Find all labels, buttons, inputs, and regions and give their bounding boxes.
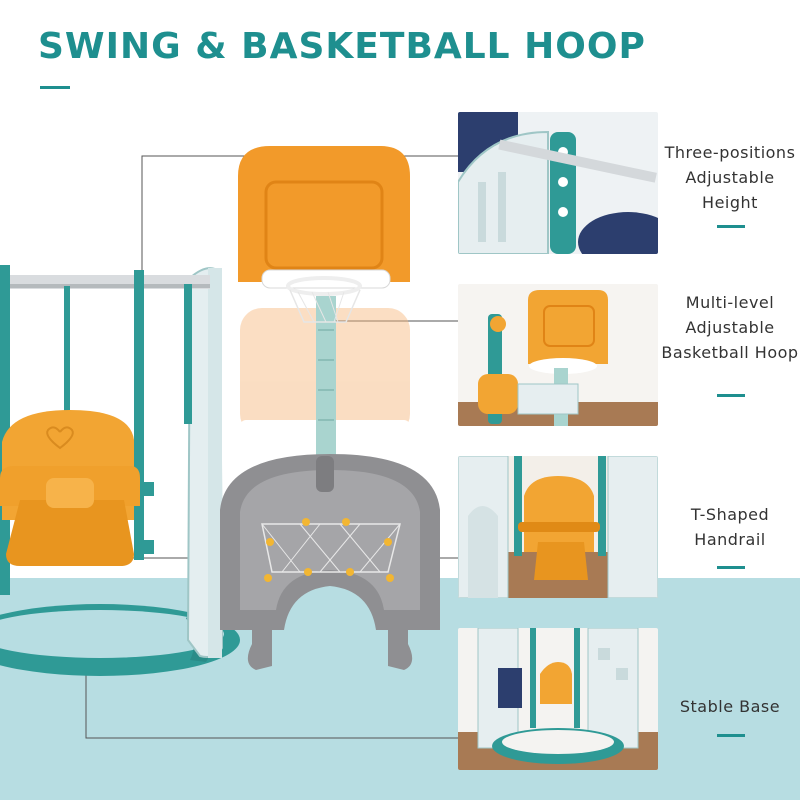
feature-image-hoop <box>458 284 658 426</box>
feature-label-base: Stable Base <box>679 697 781 716</box>
feature-image-height <box>458 112 658 254</box>
feature-dash-hoop <box>717 394 745 397</box>
page-title: SWING & BASKETBALL HOOP <box>38 26 646 67</box>
feature-image-handrail <box>458 456 658 598</box>
feature-label-handrail: T-Shaped Handrail <box>690 505 770 549</box>
basketball-backboard <box>238 146 410 323</box>
feature-label-hoop: Multi-level Adjustable Basketball Hoop <box>661 293 799 362</box>
feature-image-base <box>458 628 658 770</box>
feature-label-height: Three-positions Adjustable Height <box>664 143 796 212</box>
title-underline <box>40 86 70 89</box>
feature-dash-height <box>717 225 745 228</box>
feature-dash-base <box>717 734 745 737</box>
feature-dash-handrail <box>717 566 745 569</box>
basketball-arch <box>220 454 440 670</box>
swing-seat <box>0 410 154 566</box>
